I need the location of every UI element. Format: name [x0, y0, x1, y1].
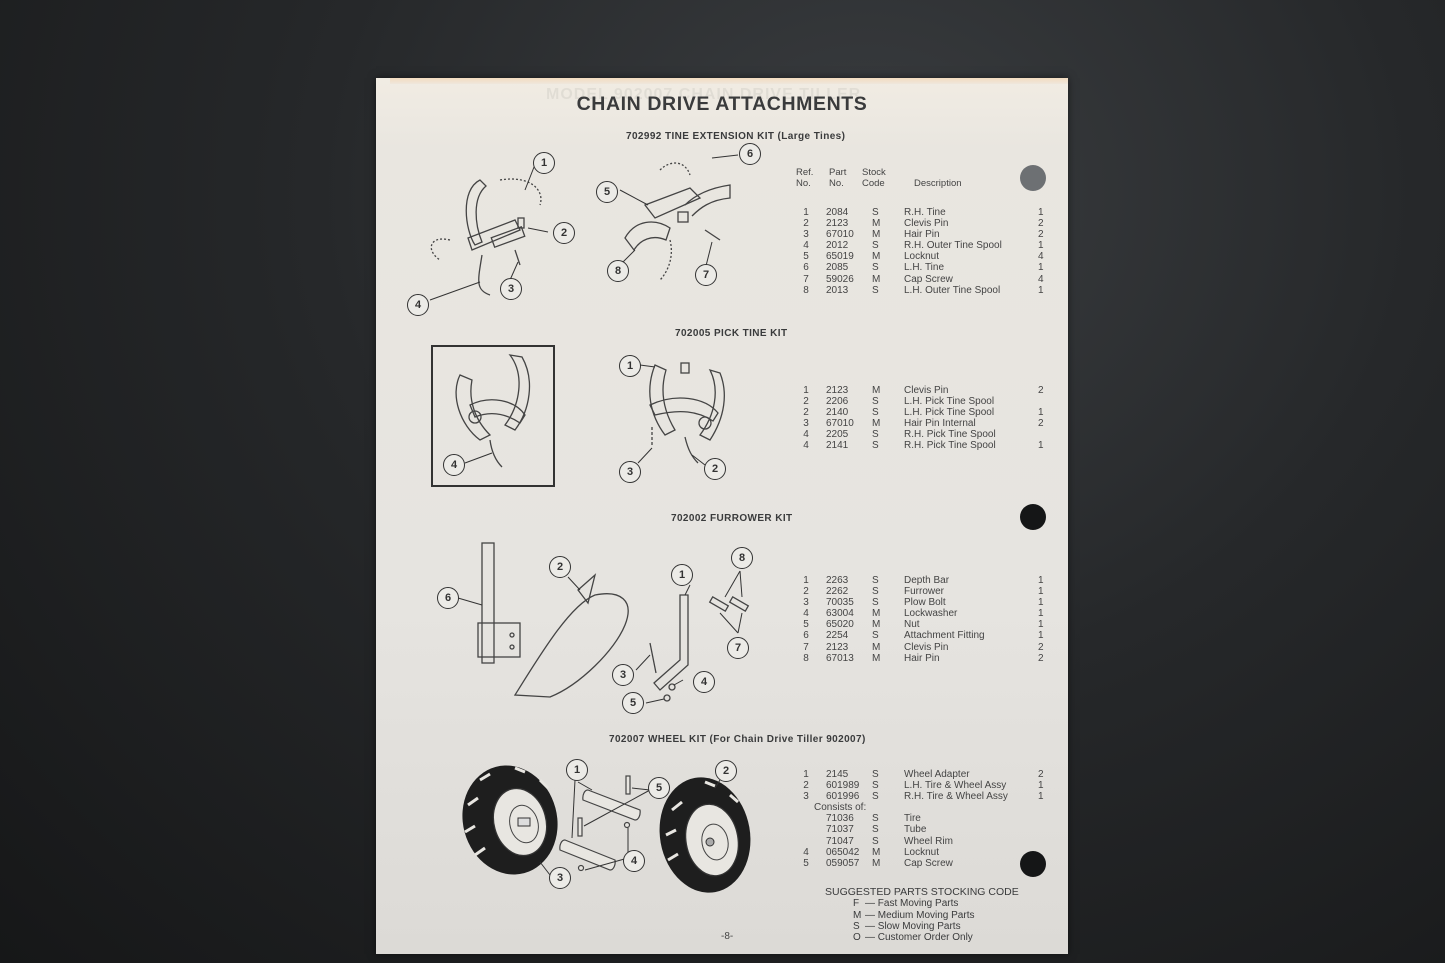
kit-title-wheel: 702007 WHEEL KIT (For Chain Drive Tiller…	[609, 734, 866, 745]
callout-1: 1	[566, 759, 588, 781]
binder-hole-bottom	[1020, 851, 1046, 877]
callout-1: 1	[671, 564, 693, 586]
callout-4: 4	[443, 454, 465, 476]
callout-7: 7	[695, 264, 717, 286]
callout-3: 3	[612, 664, 634, 686]
callout-2: 2	[549, 556, 571, 578]
callout-4: 4	[623, 850, 645, 872]
callout-3: 3	[549, 867, 571, 889]
kit-title-tine-extension: 702992 TINE EXTENSION KIT (Large Tines)	[626, 131, 846, 142]
page-title: CHAIN DRIVE ATTACHMENTS	[576, 93, 868, 115]
stocking-code-item: O— Customer Order Only	[853, 932, 973, 944]
stocking-code-title: SUGGESTED PARTS STOCKING CODE	[825, 886, 1019, 898]
pick-tine-inset-frame	[431, 345, 555, 487]
callout-7: 7	[727, 637, 749, 659]
callout-8: 8	[731, 547, 753, 569]
callout-1: 1	[619, 355, 641, 377]
header-description: Description	[914, 178, 962, 189]
pick-tine-diagram	[455, 354, 725, 468]
tine-extension-diagram	[429, 154, 739, 301]
bleed-through-text: MODEL 902007 CHAIN DRIVE TILLER	[546, 86, 862, 103]
furrower-diagram	[457, 542, 750, 704]
callout-4: 4	[407, 294, 429, 316]
kit-title-furrower: 702002 FURROWER KIT	[671, 513, 793, 524]
page-top-edge	[390, 78, 1068, 84]
callout-2: 2	[553, 222, 575, 244]
wheel-kit-diagram	[462, 765, 751, 893]
page-number: -8-	[721, 931, 734, 942]
stocking-code-item: M— Medium Moving Parts	[853, 909, 975, 921]
callout-6: 6	[739, 143, 761, 165]
stocking-code-legend: SUGGESTED PARTS STOCKING CODE F— Fast Mo…	[825, 886, 1019, 944]
callout-5: 5	[596, 181, 618, 203]
callout-4: 4	[693, 671, 715, 693]
kit-title-pick-tine: 702005 PICK TINE KIT	[675, 328, 788, 339]
callout-3: 3	[500, 278, 522, 300]
stocking-code-item: F— Fast Moving Parts	[853, 898, 959, 910]
callout-8: 8	[607, 260, 629, 282]
callout-2: 2	[715, 760, 737, 782]
callout-5: 5	[648, 777, 670, 799]
callout-5: 5	[622, 692, 644, 714]
callout-6: 6	[437, 587, 459, 609]
callout-2: 2	[704, 458, 726, 480]
stocking-code-item: S— Slow Moving Parts	[853, 920, 961, 932]
binder-hole-top	[1020, 165, 1046, 191]
header-ref: Ref.No.	[796, 167, 814, 189]
callout-1: 1	[533, 152, 555, 174]
callout-3: 3	[619, 461, 641, 483]
consists-of-label: Consists of:	[814, 802, 867, 814]
binder-hole-middle	[1020, 504, 1046, 530]
